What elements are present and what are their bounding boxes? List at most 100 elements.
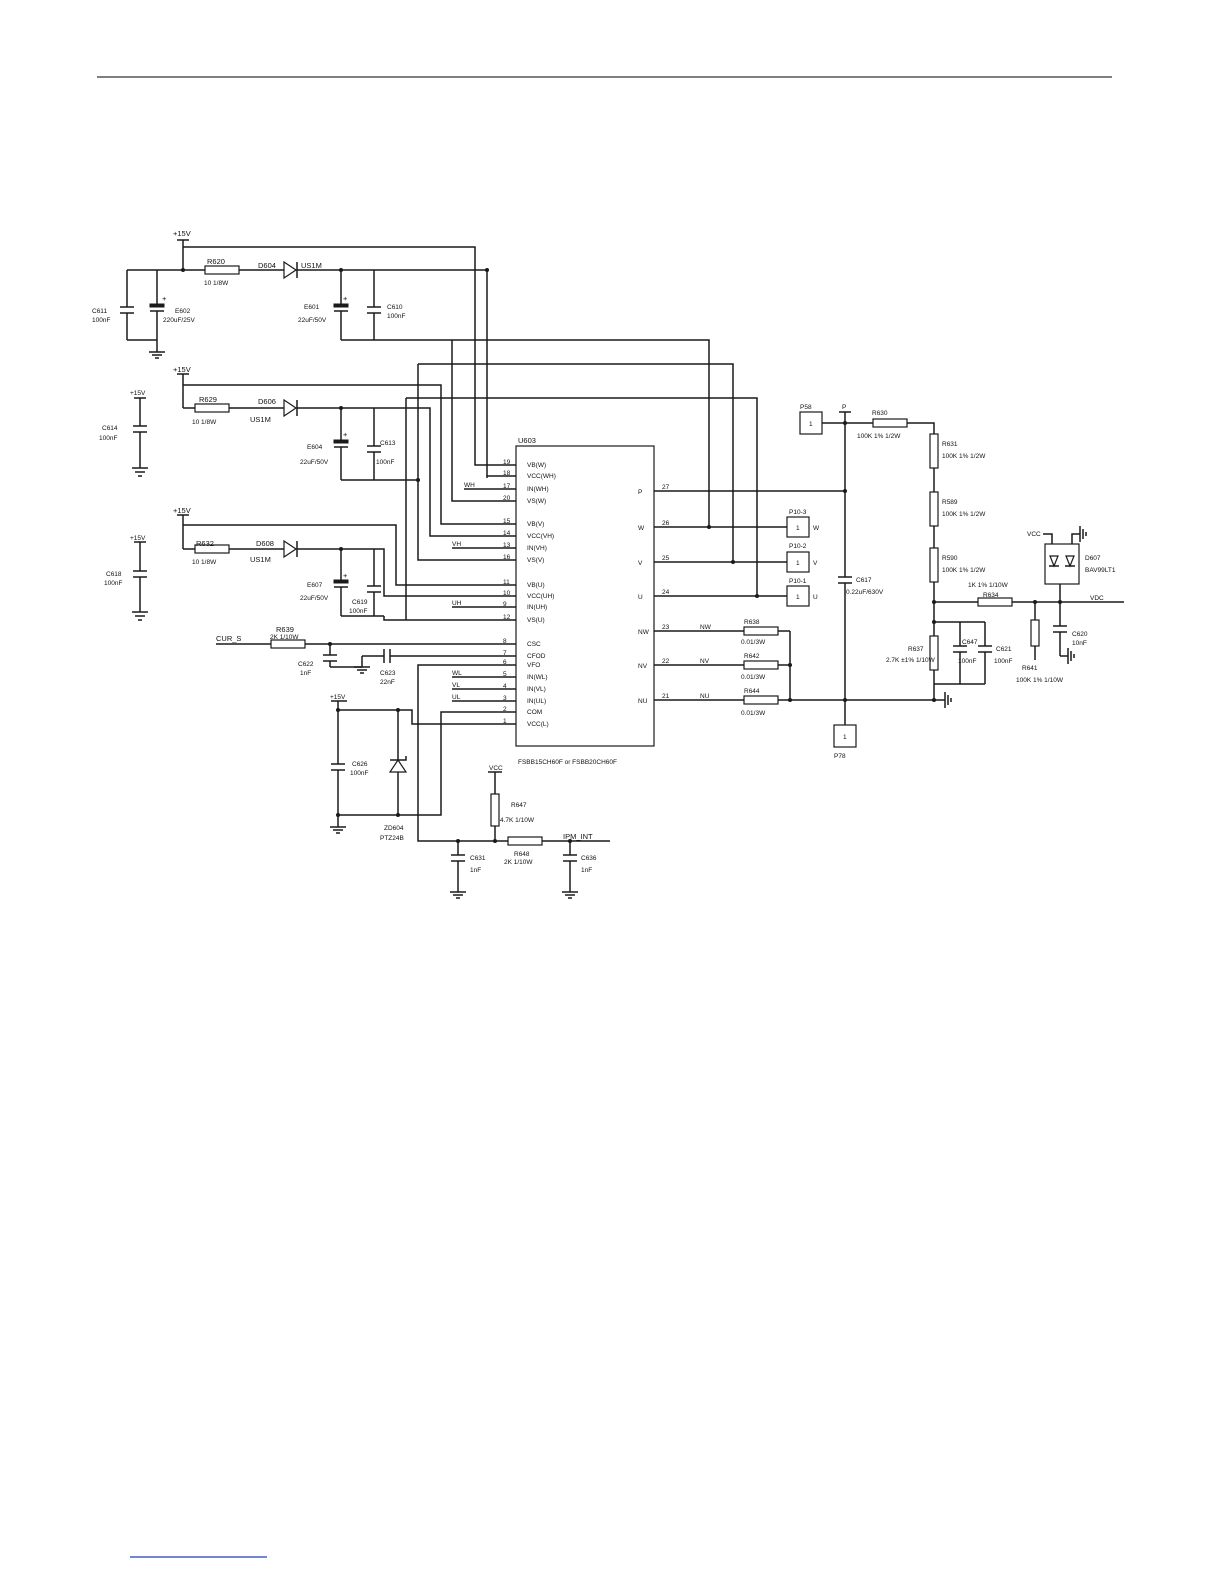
ic-pin-number: 25 <box>662 555 670 562</box>
label: 0.22uF/630V <box>846 589 884 596</box>
label-p15v-2: +15V <box>173 365 191 374</box>
label: R634 <box>983 592 999 599</box>
ic-body <box>515 445 655 747</box>
label: R631 <box>942 441 958 448</box>
label: D606 <box>258 397 276 406</box>
resistor-r647 <box>490 793 500 827</box>
label: 0.01/3W <box>741 710 766 717</box>
ic-pin-name: U <box>638 594 643 601</box>
ic-pin-name: IN(VL) <box>527 686 546 693</box>
label-ipm-int: IPM_INT <box>563 832 593 841</box>
label: 100nF <box>92 317 110 324</box>
connector-p10-3 <box>786 516 810 538</box>
label: C636 <box>581 855 597 862</box>
label: C617 <box>856 577 872 584</box>
label: 1nF <box>581 867 592 874</box>
label: C647 <box>962 639 978 646</box>
ic-pin-number: 17 <box>503 483 511 490</box>
ic-pin-number: 18 <box>503 470 511 477</box>
label: C618 <box>106 571 122 578</box>
resistor-r631 <box>929 433 939 469</box>
shunt-r642 <box>743 660 779 670</box>
ic-pin-name: NV <box>638 663 648 670</box>
ic-pin-number: 19 <box>503 459 511 466</box>
label: C622 <box>298 661 314 668</box>
label: U <box>813 594 818 601</box>
label: 100nF <box>104 580 122 587</box>
bootstrap-w: +15V R620 10 1/8W D604 US1M C611 100nF +… <box>92 229 452 359</box>
label: C614 <box>102 425 118 432</box>
ic-pin-name: VFO <box>527 662 540 669</box>
resistor-r648 <box>507 836 543 846</box>
label: BAV99LT1 <box>1085 567 1116 574</box>
ic-pin-number: 4 <box>503 683 507 690</box>
label: P78 <box>834 753 846 760</box>
ic-pin-name: VB(U) <box>527 582 545 589</box>
resistor-r637 <box>929 635 939 671</box>
diode-d606 <box>283 398 298 418</box>
label-cur-s: CUR_S <box>216 634 241 643</box>
ic-pin-name: P <box>638 489 642 496</box>
label: R638 <box>744 619 760 626</box>
ic-designator: U603 <box>518 436 536 445</box>
label: 10nF <box>1072 640 1087 647</box>
label: 100nF <box>376 459 394 466</box>
label: E602 <box>175 308 191 315</box>
label: 1 <box>843 734 847 741</box>
label: P10-1 <box>789 578 807 585</box>
label: P10-2 <box>789 543 807 550</box>
label: 2K 1/10W <box>270 634 299 641</box>
label: 10 1/8W <box>192 559 217 566</box>
svg-text:+: + <box>162 294 167 303</box>
net-label-vl: VL <box>452 682 460 689</box>
net-label-vh: VH <box>452 541 461 548</box>
ic-pin-number: 24 <box>662 589 670 596</box>
label: 100nF <box>349 608 367 615</box>
ic-pin-number: 2 <box>503 706 507 713</box>
ic-pin-name: IN(UH) <box>527 604 547 611</box>
diode-d608 <box>283 539 298 559</box>
label: D607 <box>1085 555 1101 562</box>
ic-pin-name: IN(VH) <box>527 545 547 552</box>
label: C619 <box>352 599 368 606</box>
ic-pin-number: 8 <box>503 638 507 645</box>
label: 2K 1/10W <box>504 859 533 866</box>
ic-pin-number: 1 <box>503 718 507 725</box>
label: 100nF <box>958 658 976 665</box>
label: C611 <box>92 308 107 315</box>
ic-pin-name: VB(V) <box>527 521 544 528</box>
svg-text:+: + <box>343 430 348 439</box>
ic-pin-name: NW <box>638 629 650 636</box>
label-vcc-r647: VCC <box>489 765 503 772</box>
csc-section: CUR_S R639 2K 1/10W C622 1nF C623 22nF W… <box>216 625 516 842</box>
label: C610 <box>387 304 403 311</box>
label-vcc-d607: VCC <box>1027 531 1041 538</box>
bootstrap-wiring: WH VH UH <box>183 246 758 621</box>
label-p15v-c614: +15V <box>130 390 146 397</box>
label: C620 <box>1072 631 1088 638</box>
label: US1M <box>301 261 322 270</box>
resistor-r641 <box>1030 619 1040 647</box>
ic-pin-number: 22 <box>662 658 670 665</box>
label: 100K 1% 1/10W <box>1016 677 1064 684</box>
net-label-wl: WL <box>452 670 462 677</box>
label: PTZ24B <box>380 835 404 842</box>
label: 100nF <box>387 313 405 320</box>
label: R644 <box>744 688 760 695</box>
ic-pin-name: NU <box>638 698 648 705</box>
ic-pin-name: CFOD <box>527 653 546 660</box>
label: 100K 1% 1/2W <box>857 433 901 440</box>
label: R589 <box>942 499 958 506</box>
ic-pin-number: 14 <box>503 530 511 537</box>
ic-pin-name: COM <box>527 709 542 716</box>
ic-pin-number: 16 <box>503 554 511 561</box>
label: 22uF/50V <box>300 595 329 602</box>
label: C623 <box>380 670 396 677</box>
ic-pin-name: VB(W) <box>527 462 546 469</box>
label: C626 <box>352 761 368 768</box>
label: R632 <box>196 539 214 548</box>
label: 100K 1% 1/2W <box>942 453 986 460</box>
label: 1K 1% 1/10W <box>968 582 1009 589</box>
